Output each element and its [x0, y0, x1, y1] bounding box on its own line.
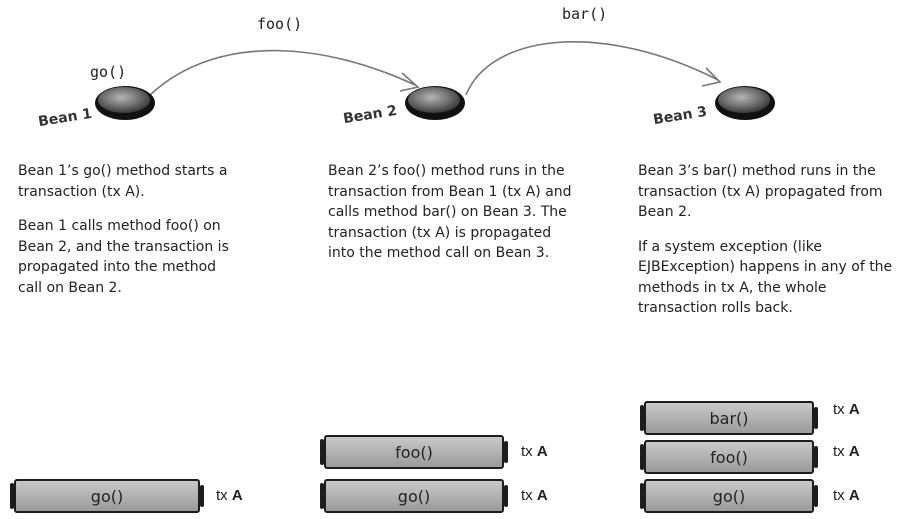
stack3-foo-frame: foo() [640, 440, 818, 474]
foo-call-arrow [149, 49, 416, 96]
stack2-foo-frame: foo() [320, 435, 508, 469]
frame-label: go() [712, 486, 746, 506]
tx-name: A [231, 487, 243, 504]
bean-1-description: Bean 1’s go() method starts a transactio… [18, 161, 243, 312]
stack3-foo-tx-label: tx A [833, 443, 860, 460]
tx-name: A [848, 487, 860, 504]
bar-arrowhead [701, 67, 722, 87]
stack2-go-tx-label: tx A [521, 487, 548, 504]
foo-arrowhead [399, 72, 420, 92]
tx-prefix: tx [521, 487, 533, 504]
bean-1-desc-p1: Bean 1’s go() method starts a transactio… [18, 163, 228, 200]
stack1-go-frame: go() [10, 479, 204, 513]
tx-name: A [536, 487, 548, 504]
stack3-bar-frame: bar() [640, 401, 818, 435]
frame-label: go() [90, 486, 124, 506]
bean-3-shape [715, 86, 775, 120]
bean-3-desc-p1: Bean 3’s bar() method runs in the transa… [638, 163, 883, 220]
bean-2-shape [405, 86, 465, 120]
bean-1-desc-p2: Bean 1 calls method foo() on Bean 2, and… [18, 218, 229, 296]
bean-2-desc-p1: Bean 2’s foo() method runs in the transa… [328, 163, 572, 261]
tx-prefix: tx [216, 487, 228, 504]
tx-prefix: tx [833, 443, 845, 460]
stack3-go-frame: go() [640, 479, 818, 513]
go-call-label: go() [90, 63, 127, 81]
stack3-bar-tx-label: tx A [833, 401, 860, 418]
tx-prefix: tx [833, 487, 845, 504]
foo-call-label: foo() [257, 15, 303, 33]
tx-name: A [848, 443, 860, 460]
frame-label: foo() [395, 442, 433, 462]
bean-3-desc-p2: If a system exception (like EJBException… [638, 238, 893, 317]
stack1-tx-label: tx A [216, 487, 243, 504]
bean-1-shape [95, 86, 155, 120]
tx-name: A [536, 443, 548, 460]
tx-name: A [848, 401, 860, 418]
frame-label: go() [397, 486, 431, 506]
bar-call-arrow [465, 41, 719, 96]
frame-label: bar() [709, 408, 749, 428]
tx-prefix: tx [833, 401, 845, 418]
tx-prefix: tx [521, 443, 533, 460]
bean-3-description: Bean 3’s bar() method runs in the transa… [638, 161, 898, 333]
stack2-foo-tx-label: tx A [521, 443, 548, 460]
bar-call-label: bar() [562, 5, 608, 23]
frame-label: foo() [710, 447, 748, 467]
bean-2-description: Bean 2’s foo() method runs in the transa… [328, 161, 578, 278]
stack3-go-tx-label: tx A [833, 487, 860, 504]
stack2-go-frame: go() [320, 479, 508, 513]
